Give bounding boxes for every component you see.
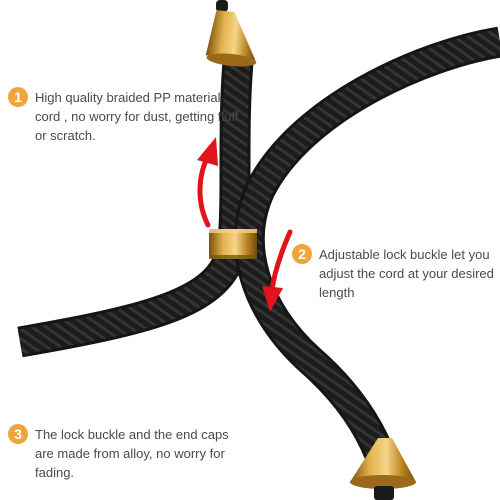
number-badge: 1 <box>8 87 28 107</box>
end-cap-top <box>205 0 257 67</box>
callout-text: Adjustable lock buckle let you adjust th… <box>319 247 494 300</box>
callout-text: High quality braided PP material cord , … <box>35 90 239 143</box>
down-arrow-icon <box>262 229 293 312</box>
callout-3: 3 The lock buckle and the end caps are m… <box>8 424 243 482</box>
number-badge: 2 <box>292 244 312 264</box>
number-badge: 3 <box>8 424 28 444</box>
callout-text: The lock buckle and the end caps are mad… <box>35 427 229 480</box>
up-arrow-icon <box>197 137 218 228</box>
callout-1: 1 High quality braided PP material cord … <box>8 87 243 145</box>
end-cap-bottom <box>350 438 416 500</box>
lock-buckle <box>209 229 257 259</box>
callout-2: 2 Adjustable lock buckle let you adjust … <box>292 244 500 302</box>
